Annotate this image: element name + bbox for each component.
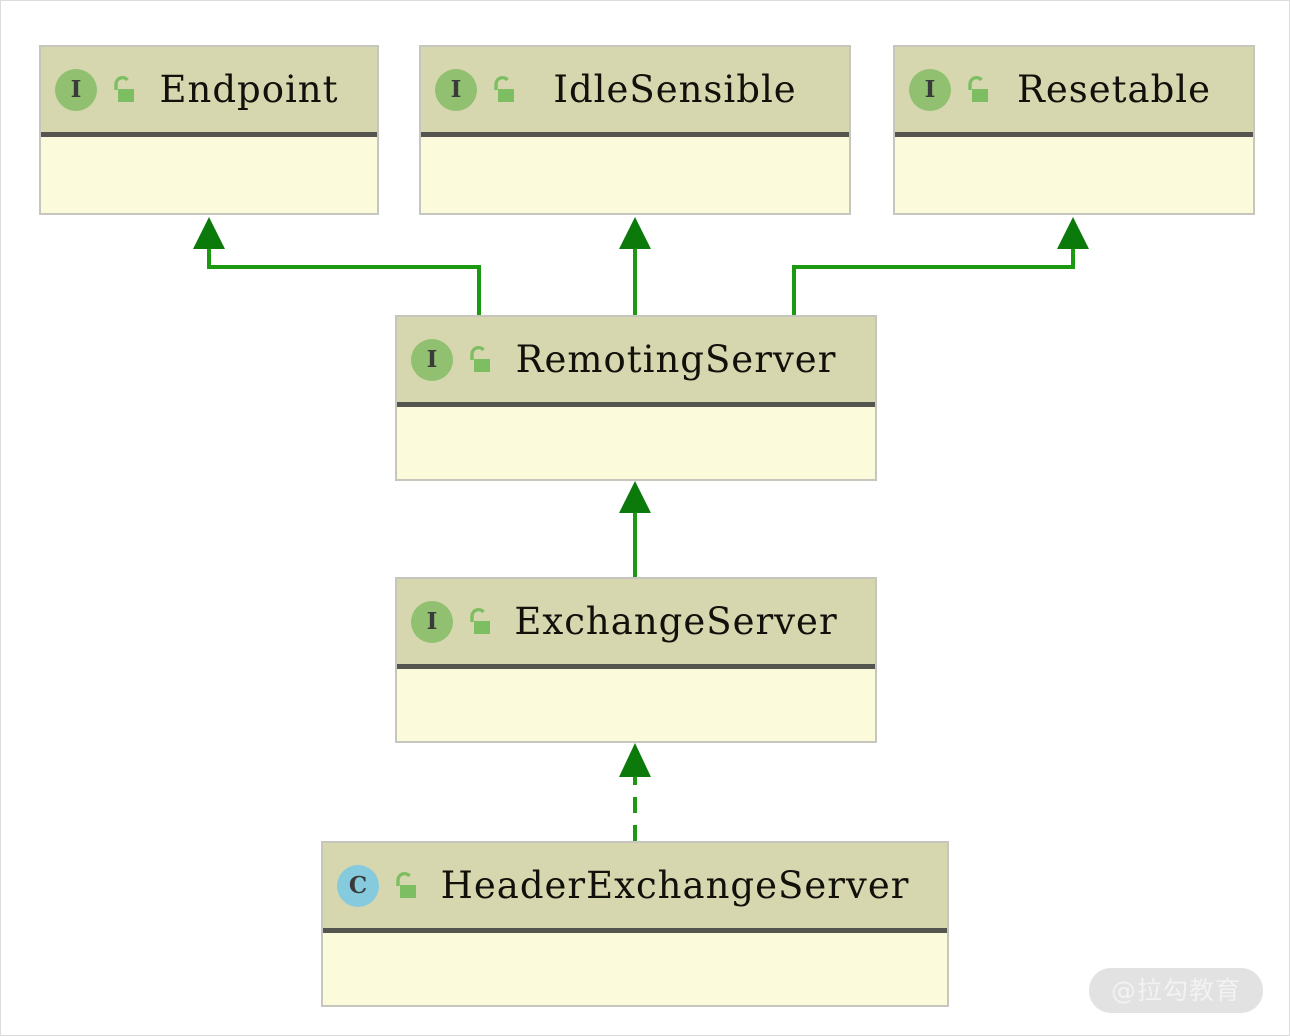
connector-remoting-to-resetable xyxy=(792,217,1089,315)
uml-node-resetable[interactable]: I Resetable xyxy=(893,45,1255,215)
uml-node-title: Endpoint xyxy=(159,68,339,111)
uml-node-header: C HeaderExchangeServer xyxy=(323,843,947,933)
uml-node-header: I IdleSensible xyxy=(421,47,849,137)
uml-node-members-compartment xyxy=(895,137,1253,209)
unlocked-padlock-icon xyxy=(470,607,490,634)
uml-node-title: HeaderExchangeServer xyxy=(440,864,910,907)
interface-icon: I xyxy=(411,600,453,643)
uml-node-members-compartment xyxy=(397,407,875,479)
uml-node-remoting-server[interactable]: I RemotingServer xyxy=(395,315,877,481)
uml-node-members-compartment xyxy=(421,137,849,209)
unlocked-padlock-icon xyxy=(114,75,134,102)
unlocked-padlock-icon xyxy=(494,75,514,102)
connector-exchange-to-remoting xyxy=(619,481,651,577)
unlocked-padlock-icon xyxy=(470,345,490,372)
uml-node-endpoint[interactable]: I Endpoint xyxy=(39,45,379,215)
interface-icon: I xyxy=(55,68,97,111)
class-icon: C xyxy=(337,864,379,907)
uml-node-header: I Endpoint xyxy=(41,47,377,137)
uml-node-title: ExchangeServer xyxy=(514,600,838,643)
connector-remoting-to-idlesensible xyxy=(619,217,651,315)
uml-node-members-compartment xyxy=(41,137,377,209)
uml-node-members-compartment xyxy=(397,669,875,741)
uml-node-members-compartment xyxy=(323,933,947,1005)
uml-node-header-exchange-server[interactable]: C HeaderExchangeServer xyxy=(321,841,949,1007)
unlocked-padlock-icon xyxy=(968,75,988,102)
uml-node-title: Resetable xyxy=(1017,68,1211,111)
interface-icon: I xyxy=(411,338,453,381)
uml-node-header: I Resetable xyxy=(895,47,1253,137)
uml-node-header: I RemotingServer xyxy=(397,317,875,407)
unlocked-padlock-icon xyxy=(396,871,416,898)
connector-headerexchange-to-exchange xyxy=(619,743,651,841)
interface-icon: I xyxy=(435,68,477,111)
uml-node-idle-sensible[interactable]: I IdleSensible xyxy=(419,45,851,215)
uml-node-title: RemotingServer xyxy=(515,338,837,381)
uml-node-header: I ExchangeServer xyxy=(397,579,875,669)
interface-icon: I xyxy=(909,68,951,111)
uml-node-exchange-server[interactable]: I ExchangeServer xyxy=(395,577,877,743)
watermark: @拉勾教育 xyxy=(1088,967,1263,1013)
connector-remoting-to-endpoint xyxy=(193,217,481,315)
uml-node-title: IdleSensible xyxy=(553,68,797,111)
